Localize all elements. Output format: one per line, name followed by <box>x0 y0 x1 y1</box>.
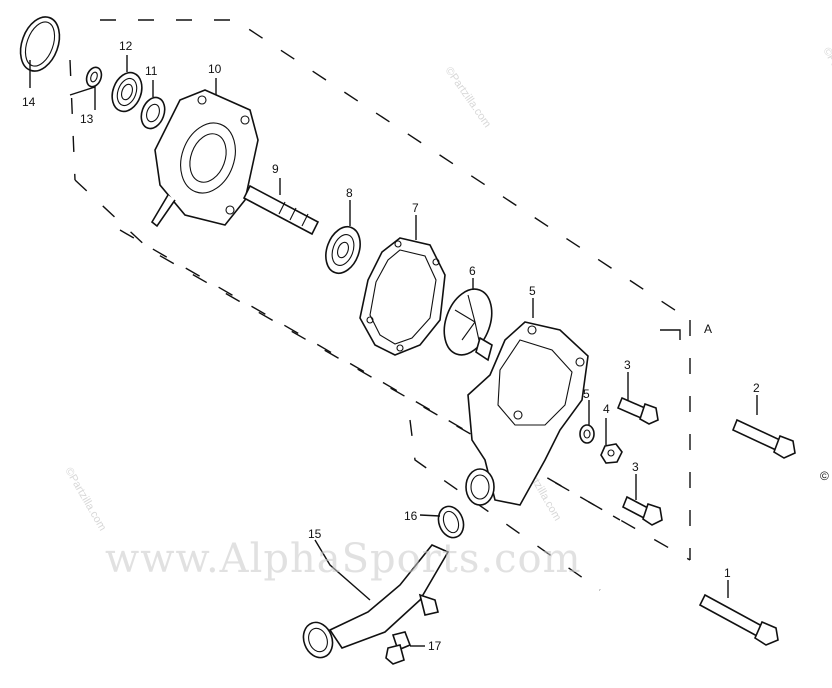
part-2-long-bolt <box>731 418 796 459</box>
leader-lines <box>29 55 758 647</box>
callout-numbers: 14 13 12 11 10 9 8 7 6 5 3 <box>22 39 760 653</box>
section-marker: A <box>660 322 712 340</box>
callout-3-upper: 3 <box>624 358 631 372</box>
dashed-boundaries <box>69 19 691 591</box>
part-18-bolt <box>385 631 412 665</box>
part-12-seal <box>140 96 166 130</box>
callout-10: 9 <box>272 162 279 176</box>
part-11-pump-cover <box>150 89 259 228</box>
callout-7: 6 <box>469 264 476 278</box>
callout-15: 14 <box>22 95 36 109</box>
callout-6: 5 <box>529 284 536 298</box>
part-14-washer <box>85 66 103 88</box>
callout-9: 8 <box>346 186 353 200</box>
part-13-bearing <box>111 71 143 113</box>
part-6-pump-body <box>465 321 589 506</box>
callout-17: 16 <box>404 509 418 523</box>
part-8-gasket <box>359 237 446 356</box>
callout-8: 7 <box>412 201 419 215</box>
part-5-washer <box>579 424 595 444</box>
callout-16: 15 <box>308 527 322 541</box>
callout-3-lower: 3 <box>632 460 639 474</box>
stamp-4: ©Partzilla.com <box>820 46 832 114</box>
callout-1: 1 <box>724 566 731 580</box>
callout-2: 2 <box>753 381 760 395</box>
callout-5: 5 <box>583 387 590 401</box>
callout-18: 17 <box>428 639 442 653</box>
part-3-bolt-lower <box>621 495 663 526</box>
callout-11: 10 <box>208 62 222 76</box>
part-10-shaft <box>242 184 320 236</box>
site-watermark: www.AlphaSports.com <box>105 536 582 582</box>
callout-12: 11 <box>145 64 158 78</box>
part-7-impeller <box>443 288 493 362</box>
stamp-1: ©Partzilla.com <box>443 65 494 130</box>
part-17-o-ring <box>437 505 465 539</box>
stamp-2: ©Partzilla.com <box>62 466 108 534</box>
edge-copyright-mark: © <box>820 469 829 483</box>
part-16-water-pipe <box>302 544 450 659</box>
section-marker-label: A <box>704 322 712 336</box>
part-15-o-ring <box>19 16 61 72</box>
callout-4: 4 <box>603 402 610 416</box>
callout-14: 13 <box>80 112 94 126</box>
callout-13: 12 <box>119 39 133 53</box>
part-9-mechanical-seal <box>325 225 361 275</box>
part-1-long-bolt <box>698 593 779 646</box>
part-4-nut <box>600 443 623 464</box>
part-3-bolt-upper <box>616 396 659 425</box>
